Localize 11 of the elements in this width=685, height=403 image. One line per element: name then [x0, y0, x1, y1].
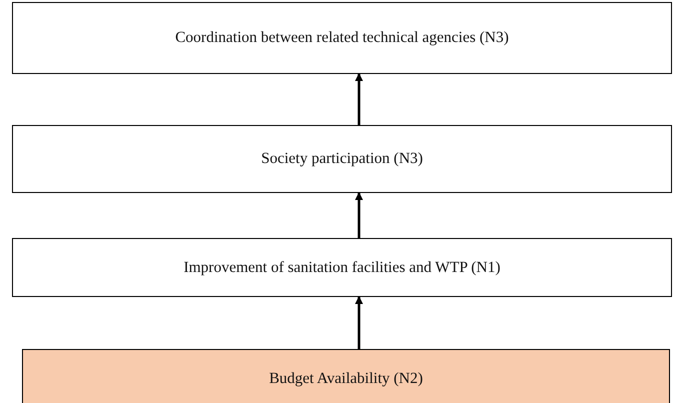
process-box	[12, 2, 672, 74]
arrow	[355, 296, 363, 349]
box-label: Budget Availability (N2)	[269, 370, 423, 388]
box-label: Coordination between related technical agencies (N3)	[175, 29, 509, 47]
process-box	[22, 349, 670, 403]
box-label: Society participation (N3)	[261, 150, 423, 168]
process-box	[12, 238, 672, 297]
process-box	[12, 125, 672, 193]
arrow	[355, 192, 363, 238]
box-label: Improvement of sanitation facilities and WTP (N1)	[184, 258, 500, 276]
arrow	[355, 73, 363, 125]
